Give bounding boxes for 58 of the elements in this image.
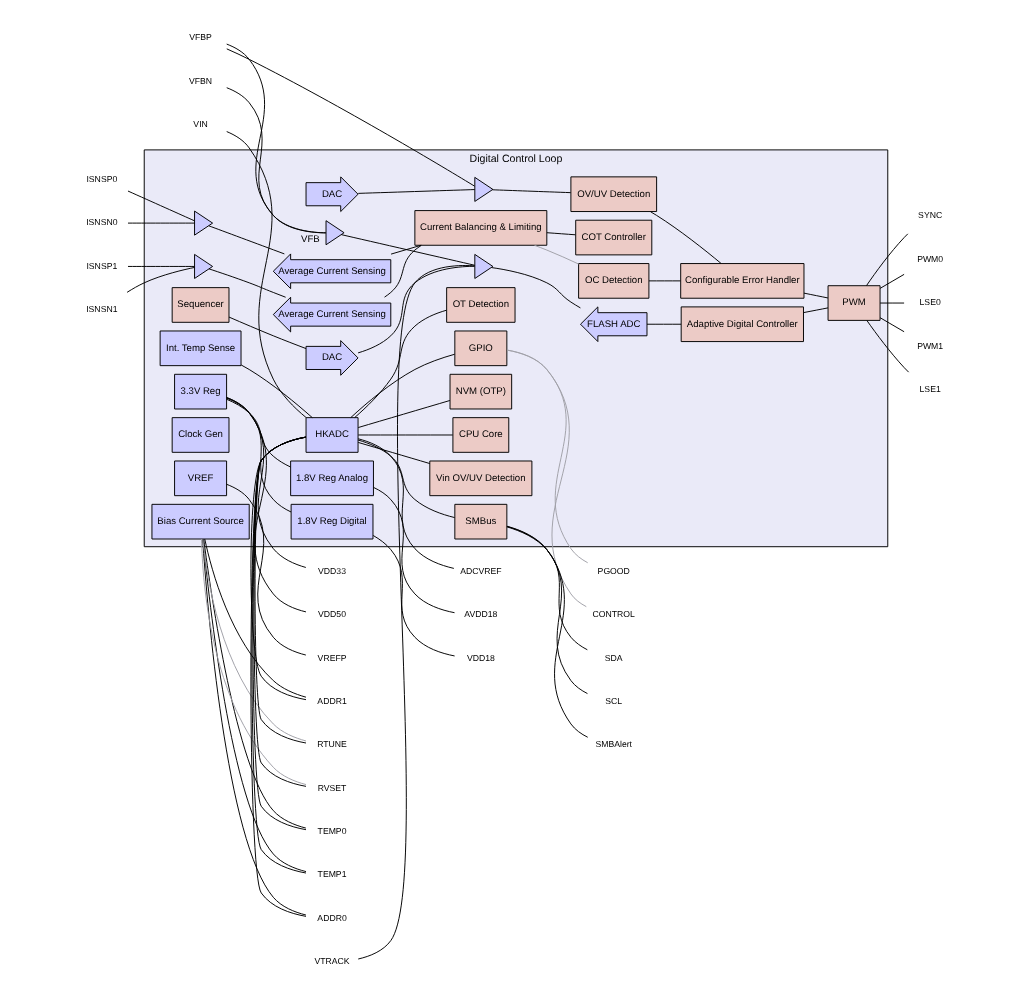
- connector: [878, 273, 904, 289]
- connector: [356, 189, 475, 194]
- connector: [356, 439, 455, 519]
- node-triangle: [473, 176, 493, 202]
- connector: [126, 265, 194, 267]
- connector: [203, 538, 306, 698]
- connector: [126, 222, 194, 224]
- connector: [225, 397, 306, 613]
- connector: [491, 189, 571, 194]
- connector: [207, 268, 286, 298]
- connector: [356, 265, 475, 960]
- connector: [865, 320, 909, 373]
- connector: [225, 398, 290, 468]
- connector: [356, 438, 454, 569]
- connector: [225, 397, 291, 513]
- connector: [490, 267, 580, 309]
- connector: [545, 232, 575, 236]
- connector: [505, 526, 587, 651]
- connector: [225, 397, 306, 568]
- connector: [356, 441, 430, 465]
- connector: [383, 244, 421, 298]
- node-triangle: [193, 210, 213, 236]
- node-triangle: [193, 253, 213, 279]
- connector: [207, 225, 284, 255]
- connector: [225, 43, 326, 234]
- connector: [647, 280, 680, 282]
- node-triangle: [324, 220, 344, 246]
- connector: [878, 302, 904, 304]
- connector: [225, 48, 475, 187]
- connector: [505, 525, 588, 738]
- connector: [225, 483, 306, 656]
- connector: [239, 364, 312, 419]
- connector: [356, 265, 474, 354]
- connector: [505, 349, 586, 608]
- connector: [878, 317, 904, 333]
- connector: [349, 353, 455, 419]
- connector: [372, 487, 454, 614]
- connector: [645, 323, 681, 325]
- connector: [126, 190, 194, 222]
- connector: [389, 244, 421, 255]
- connector: [225, 131, 306, 418]
- connector: [533, 244, 578, 265]
- connector: [865, 233, 908, 286]
- connector: [200, 538, 306, 786]
- connector: [356, 400, 450, 428]
- connector: [802, 292, 828, 299]
- connector: [353, 309, 446, 418]
- connector: [227, 316, 306, 350]
- connector: [505, 525, 587, 695]
- connector: [649, 211, 721, 264]
- connector: [802, 307, 828, 314]
- connector: [356, 434, 453, 436]
- connector: [201, 538, 306, 742]
- connector: [339, 234, 475, 266]
- connector: [125, 266, 195, 293]
- connector: [371, 535, 455, 657]
- connector: [225, 87, 326, 234]
- node-triangle: [473, 253, 493, 279]
